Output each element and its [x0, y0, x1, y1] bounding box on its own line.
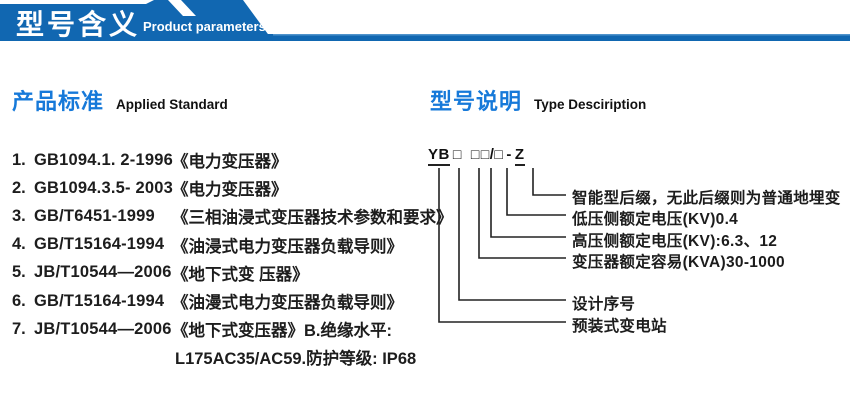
- type-section-heading: 型号说明 Type Desciription: [430, 84, 646, 116]
- standard-item: 3. GB/T6451-1999 《三相油浸式变压器技术参数和要求》: [12, 202, 453, 230]
- item-number: 6.: [12, 291, 26, 310]
- header-banner: 型号含义 Product parameters: [0, 0, 850, 42]
- standard-title: 《地下式变 压器》: [172, 265, 309, 284]
- page-subtitle: Product parameters: [143, 19, 266, 34]
- diagram-connector-lines: [438, 168, 566, 323]
- standards-heading-en: Applied Standard: [116, 97, 228, 112]
- standard-title: 《油漫式电力变压器负载导则》: [172, 294, 403, 313]
- standard-item: 4. GB/T15164-1994 《油浸式电力变压器负载导则》: [12, 231, 432, 259]
- item-number: 2.: [12, 178, 26, 197]
- standard-title: 《地下式变压器》B.绝缘水平:: [172, 322, 392, 341]
- model-code-prefix: YB: [428, 146, 450, 166]
- item-number: 5.: [12, 263, 26, 282]
- type-heading-zh: 型号说明: [430, 89, 523, 114]
- diagram-label-hv-voltage: 高压侧额定电压(KV):6.3、12: [572, 233, 778, 250]
- standard-code: GB1094.1. 2-1996: [34, 150, 173, 169]
- model-code-box-3: □: [480, 146, 490, 162]
- page-title: 型号含义: [16, 9, 141, 40]
- diagram-label-rated-capacity: 变压器额定容易(KVA)30-1000: [572, 254, 785, 271]
- diagram-label-design-serial: 设计序号: [572, 296, 636, 313]
- standard-item: 1. GB1094.1. 2-1996 《电力变压器》: [12, 146, 432, 174]
- model-code-box-4: □: [494, 146, 504, 162]
- standard-item: 6. GB/T15164-1994 《油漫式电力变压器负载导则》: [12, 287, 432, 315]
- standard-code: GB/T15164-1994: [34, 235, 165, 254]
- model-code-dash: -: [506, 146, 512, 163]
- model-code-box-1: □: [452, 146, 462, 162]
- item-number: 3.: [12, 206, 26, 225]
- standard-code: GB/T15164-1994: [34, 291, 165, 310]
- item-number: 4.: [12, 235, 26, 254]
- standard-item: 7. JB/T10544—2006 《地下式变压器》B.绝缘水平:: [12, 315, 432, 343]
- item-number: 1.: [12, 150, 26, 169]
- model-code-slash: /: [489, 146, 495, 163]
- standard-title: 《电力变压器》: [172, 181, 288, 200]
- model-code-suffix: Z: [514, 146, 525, 166]
- standard-title: 《电力变压器》: [172, 153, 288, 172]
- standard-code: JB/T10544—2006: [34, 263, 172, 282]
- standard-code: JB/T10544—2006: [34, 319, 172, 338]
- standard-title: 《油浸式电力变压器负载导则》: [172, 237, 403, 256]
- model-code-box-2: □: [470, 146, 480, 162]
- standard-item: 5. JB/T10544—2006 《地下式变 压器》: [12, 259, 432, 287]
- diagram-label-smart-suffix: 智能型后缀，无此后缀则为普通地埋变: [572, 190, 841, 207]
- model-code-diagram: YB□□□/□-Z 智能型后缀，无此后缀则为普通地埋变 低压侧额定电压(KV)0…: [420, 134, 850, 364]
- standards-section-heading: 产品标准 Applied Standard: [12, 84, 228, 116]
- standards-list: 1. GB1094.1. 2-1996 《电力变压器》 2. GB1094.3.…: [12, 146, 453, 372]
- banner-ribbon-shape: [0, 0, 850, 41]
- standard-item: 2. GB1094.3.5- 2003 《电力变压器》: [12, 174, 432, 202]
- standard-code: GB1094.3.5- 2003: [34, 178, 173, 197]
- standard-item-continuation: L175AC35/AC59.防护等级: IP68: [175, 350, 417, 369]
- type-heading-en: Type Desciription: [534, 97, 647, 112]
- standards-heading-zh: 产品标准: [12, 89, 105, 114]
- standard-code: GB/T6451-1999: [34, 206, 155, 225]
- diagram-label-prefab-substation: 预装式变电站: [572, 318, 667, 335]
- item-number: 7.: [12, 319, 26, 338]
- diagram-label-lv-voltage: 低压侧额定电压(KV)0.4: [572, 211, 739, 228]
- standard-title: 《三相油浸式变压器技术参数和要求》: [172, 209, 453, 228]
- model-code: YB□□□/□-Z: [428, 146, 525, 166]
